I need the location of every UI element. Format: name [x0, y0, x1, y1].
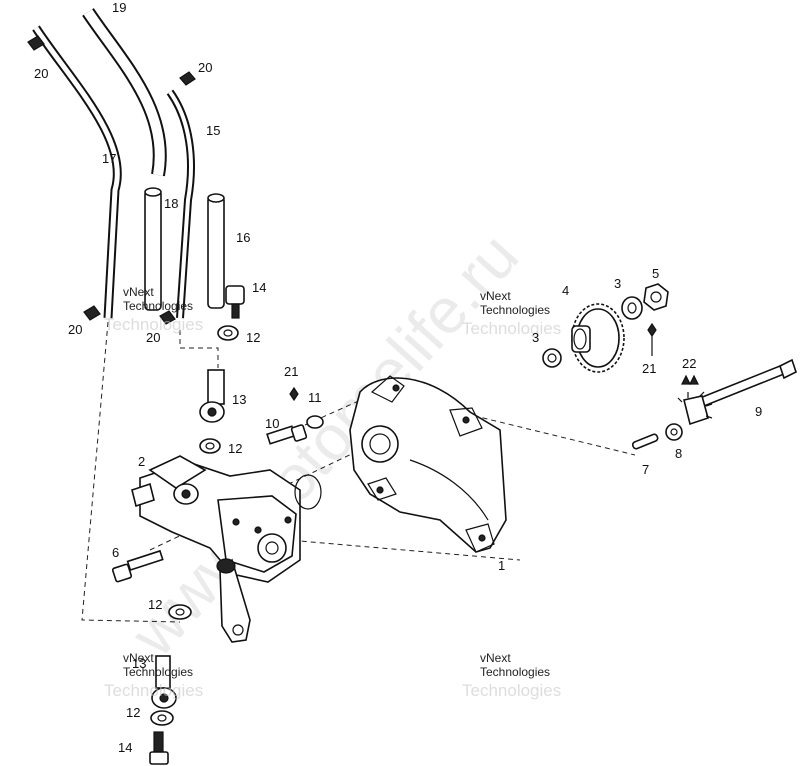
clip-20: [27, 35, 196, 325]
washer-12: [199, 438, 221, 454]
svg-text:Technologies: Technologies: [480, 303, 550, 317]
callout-3: 3: [614, 276, 621, 291]
svg-text:vNext: vNext: [123, 651, 154, 665]
callout-15: 15: [206, 123, 220, 138]
washer-12: [168, 604, 192, 620]
callout-12: 12: [228, 441, 242, 456]
gear-4: [571, 303, 625, 373]
callout-19: 19: [112, 0, 126, 15]
pin-7: [631, 433, 659, 450]
hose-15: [166, 89, 195, 319]
callout-2: 2: [138, 454, 145, 469]
callout-8: 8: [675, 446, 682, 461]
union-13-bottom: [151, 655, 177, 709]
callout-5: 5: [652, 266, 659, 281]
washer-8: [665, 423, 683, 441]
callout-9: 9: [755, 404, 762, 419]
o-ring: [294, 474, 322, 510]
watermark-labels: vNext Technologies Technologies vNext Te…: [104, 285, 561, 700]
callout-20: 20: [198, 60, 212, 75]
callout-7: 7: [642, 462, 649, 477]
callout-14: 14: [252, 280, 266, 295]
nut-5: [643, 283, 669, 311]
callout-4: 4: [562, 283, 569, 298]
svg-text:Technologies: Technologies: [462, 681, 561, 700]
washer-12: [217, 325, 239, 341]
callout-14: 14: [118, 740, 132, 755]
callout-11: 11: [308, 390, 322, 405]
callout-18: 18: [164, 196, 178, 211]
callout-13: 13: [132, 656, 146, 671]
oil-pump-2: [131, 455, 301, 643]
svg-text:Technologies: Technologies: [480, 665, 550, 679]
callout-12: 12: [126, 705, 140, 720]
washer-11: [306, 415, 324, 429]
washer-3: [621, 296, 643, 320]
hose-19: [82, 8, 167, 177]
callout-10: 10: [265, 416, 279, 431]
pin-21: [289, 386, 299, 402]
callout-21: 21: [284, 364, 298, 379]
svg-text:Technologies: Technologies: [104, 681, 203, 700]
svg-text:Technologies: Technologies: [123, 665, 193, 679]
callout-16: 16: [236, 230, 250, 245]
svg-text:Technologies: Technologies: [104, 315, 203, 334]
svg-text:Technologies: Technologies: [123, 299, 193, 313]
svg-text:vNext: vNext: [480, 289, 511, 303]
washer-12: [150, 710, 174, 726]
callout-1: 1: [498, 558, 505, 573]
cover-1: [349, 375, 507, 553]
sleeve-16: [207, 193, 225, 309]
washer-3: [542, 348, 562, 368]
callout-12: 12: [246, 330, 260, 345]
callout-22: 22: [682, 356, 696, 371]
shaft-9: [688, 358, 797, 412]
bolt-6: [111, 549, 164, 583]
svg-text:Technologies: Technologies: [462, 319, 561, 338]
bolt-10: [266, 424, 308, 445]
union-13-top: [199, 369, 225, 423]
callout-3: 3: [532, 330, 539, 345]
callout-20: 20: [146, 330, 160, 345]
callout-20: 20: [68, 322, 82, 337]
hose-17: [32, 25, 122, 319]
banjo-bolt-14-bottom: [149, 731, 169, 765]
callout-21: 21: [642, 361, 656, 376]
svg-text:vNext: vNext: [480, 651, 511, 665]
svg-text:vNext: vNext: [123, 285, 154, 299]
callout-17: 17: [102, 151, 116, 166]
callout-12: 12: [148, 597, 162, 612]
callouts: 19 20 20 15 17 18 16 14 20 20 12 21 11 1…: [34, 0, 762, 755]
callout-20: 20: [34, 66, 48, 81]
callout-13: 13: [232, 392, 246, 407]
pin-21: [647, 322, 657, 338]
sleeve-18: [144, 187, 162, 311]
gear-22: [677, 374, 713, 426]
banjo-bolt-14-top: [225, 285, 245, 319]
callout-6: 6: [112, 545, 119, 560]
